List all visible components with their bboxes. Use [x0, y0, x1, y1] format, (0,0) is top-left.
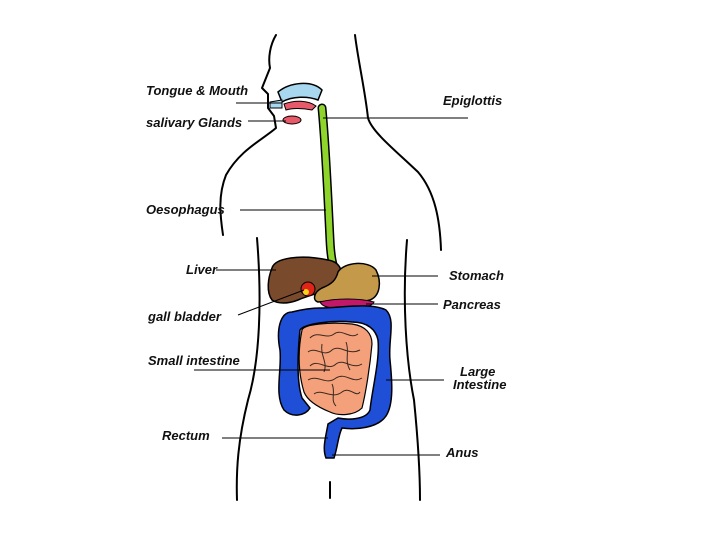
label-stomach: Stomach — [449, 268, 504, 283]
teeth-shape — [269, 99, 283, 109]
label-oesophagus: Oesophagus — [146, 202, 225, 217]
label-tongue-mouth: Tongue & Mouth — [146, 83, 249, 98]
salivary-gland-shape — [282, 115, 302, 125]
label-rectum: Rectum — [162, 428, 210, 443]
label-small-intestine: Small intestine — [148, 353, 240, 368]
label-salivary-glands: salivary Glands — [146, 115, 243, 130]
tongue-shape — [283, 100, 317, 111]
label-gall-bladder: gall bladder — [148, 309, 221, 324]
label-liver: Liver — [186, 262, 218, 277]
label-anus: Anus — [446, 445, 479, 460]
label-large-intestine-line2: Intestine — [453, 377, 507, 392]
label-epiglottis: Epiglottis — [443, 93, 503, 108]
gall-bladder-highlight — [303, 289, 309, 295]
small-intestine-shape — [298, 322, 373, 416]
label-large-intestine-line1: Large — [460, 364, 496, 379]
body-outline — [219, 34, 442, 501]
leader-lines — [194, 102, 468, 456]
large-intestine-shape — [277, 305, 393, 459]
leader-line-gall-bladder — [237, 289, 305, 316]
label-pancreas: Pancreas — [443, 297, 501, 312]
mouth-shape — [277, 82, 323, 104]
